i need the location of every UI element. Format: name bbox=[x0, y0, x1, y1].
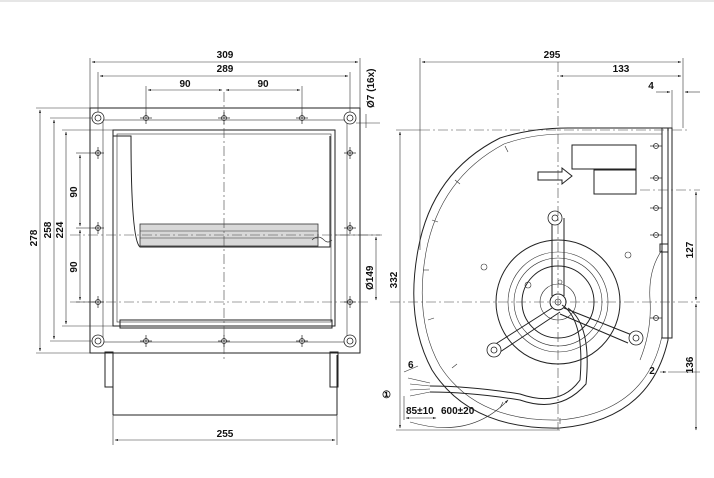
dim-side-width-133: 133 bbox=[613, 64, 630, 75]
dim-outlet-diameter: Ø149 bbox=[365, 265, 376, 290]
dim-base-width: 255 bbox=[217, 429, 234, 440]
label-plate-upper bbox=[571, 144, 637, 170]
leg-left bbox=[104, 351, 114, 388]
dim-cable-85: 85±10 bbox=[406, 406, 434, 417]
dim-pitch-right: 90 bbox=[257, 79, 269, 90]
leg-right bbox=[329, 351, 339, 388]
fixing-holes bbox=[92, 112, 356, 347]
dim-cable-600: 600±20 bbox=[441, 406, 475, 417]
side-view: 295 133 4 332 127 136 2 6 ① 85±10 600±20 bbox=[382, 50, 700, 431]
dim-hole-diameter: Ø7 (16x) bbox=[366, 69, 377, 108]
dim-cable-6: 6 bbox=[408, 360, 414, 371]
cable bbox=[429, 304, 582, 400]
support-arm-right bbox=[559, 307, 633, 344]
dim-side-offset-4: 4 bbox=[648, 81, 654, 92]
front-view: 309 289 90 90 Ø7 (16x) 278 258 224 9 bbox=[29, 50, 382, 445]
outlet-opening bbox=[113, 135, 331, 248]
scroll-housing bbox=[413, 127, 669, 429]
dim-side-height-136: 136 bbox=[685, 356, 696, 373]
dim-side-offset-2: 2 bbox=[649, 366, 655, 377]
dim-side-height-332: 332 bbox=[389, 271, 400, 288]
airflow-arrow-icon bbox=[537, 166, 573, 186]
dim-vpitch-upper: 90 bbox=[69, 186, 80, 198]
support-arm-top bbox=[551, 218, 565, 296]
dim-width-total: 309 bbox=[217, 50, 234, 61]
dim-width-holes: 289 bbox=[217, 64, 234, 75]
cable-callout-label: ① bbox=[382, 390, 391, 401]
flange-outline bbox=[89, 107, 361, 354]
dim-height-258: 258 bbox=[43, 221, 54, 238]
cable-clip bbox=[659, 243, 669, 253]
support-arm-left bbox=[493, 307, 561, 353]
label-plate-lower bbox=[593, 169, 637, 195]
corner-holes bbox=[91, 111, 357, 348]
dim-side-width-total: 295 bbox=[544, 50, 561, 61]
dim-pitch-left: 90 bbox=[179, 79, 191, 90]
dim-height-224: 224 bbox=[55, 221, 66, 238]
top-border bbox=[0, 0, 714, 2]
side-fixing-holes bbox=[650, 143, 662, 321]
dim-side-height-127: 127 bbox=[685, 241, 696, 258]
dim-height-total: 278 bbox=[29, 229, 40, 246]
housing-seam-tabs bbox=[423, 145, 561, 424]
dim-vpitch-lower: 90 bbox=[69, 261, 80, 273]
